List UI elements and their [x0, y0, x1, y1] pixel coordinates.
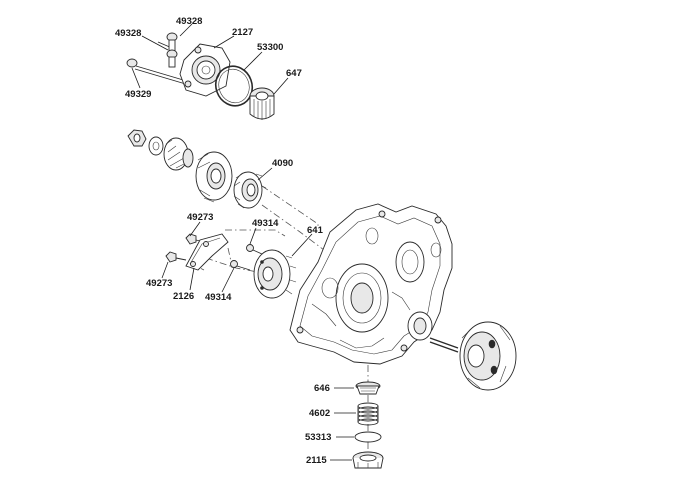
- label-49329: 49329: [125, 89, 152, 100]
- label-647: 647: [286, 68, 302, 79]
- label-49273-lower: 49273: [146, 278, 173, 289]
- nut[interactable]: [127, 129, 147, 147]
- oil-filter-647[interactable]: [249, 87, 275, 120]
- label-4602: 4602: [309, 408, 331, 419]
- label-641: 641: [307, 225, 323, 236]
- label-53300: 53300: [257, 42, 284, 53]
- label-2126: 2126: [173, 291, 195, 302]
- crankcase-cover[interactable]: [289, 203, 453, 365]
- o-ring-53300[interactable]: [210, 61, 258, 111]
- leader-lines: [131, 23, 356, 461]
- drain-plug-2115[interactable]: [352, 451, 384, 469]
- label-49314-lower: 49314: [205, 292, 232, 303]
- guide-plate-2126[interactable]: [185, 233, 229, 271]
- gear-4090[interactable]: [233, 171, 267, 209]
- label-53313: 53313: [305, 432, 332, 443]
- spring-4602[interactable]: [357, 402, 379, 426]
- rotor[interactable]: [429, 321, 517, 391]
- label-4090: 4090: [272, 158, 294, 169]
- oil-pump-641[interactable]: [253, 249, 297, 299]
- screw-49314-upper[interactable]: [246, 244, 263, 255]
- pinion-gear[interactable]: [163, 137, 194, 171]
- filter-cover-2127[interactable]: [179, 43, 231, 97]
- label-49273-upper: 49273: [187, 212, 214, 223]
- bolt-49273-lower[interactable]: [165, 251, 187, 263]
- long-bolt-49329[interactable]: [126, 58, 191, 86]
- label-2115: 2115: [306, 455, 327, 466]
- strainer-646[interactable]: [355, 381, 381, 395]
- label-2127: 2127: [232, 27, 254, 38]
- label-49328-upper: 49328: [176, 16, 203, 27]
- washer[interactable]: [148, 136, 164, 156]
- label-49328-side: 49328: [115, 28, 142, 39]
- bolt-49328-upper[interactable]: [157, 32, 178, 53]
- label-646: 646: [314, 383, 330, 394]
- bolt-49328-lower[interactable]: [166, 49, 178, 68]
- label-49314-upper: 49314: [252, 218, 279, 229]
- screw-49314-lower[interactable]: [230, 260, 251, 271]
- o-ring-53313[interactable]: [354, 431, 382, 443]
- clutch-gear[interactable]: [195, 151, 233, 203]
